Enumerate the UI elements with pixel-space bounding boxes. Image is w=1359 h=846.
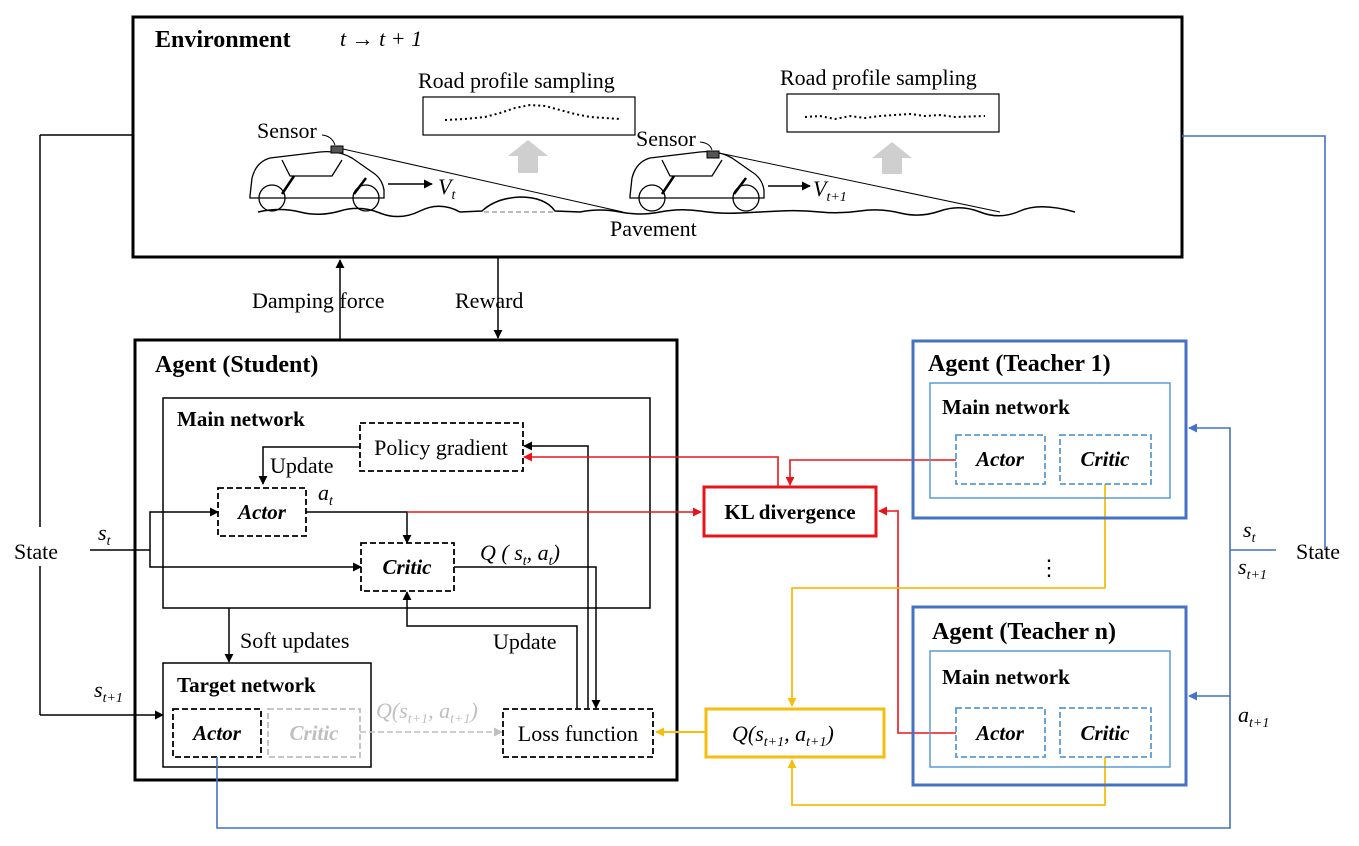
car-icon-2 bbox=[629, 150, 765, 212]
target-actor-to-teachers-wire bbox=[216, 696, 1231, 829]
st-to-critic-arrow bbox=[149, 550, 362, 572]
target-network-box bbox=[162, 662, 372, 768]
st1-right-label: st+1 bbox=[1238, 554, 1267, 583]
soft-updates-label: Soft updates bbox=[240, 628, 349, 653]
reward-label: Reward bbox=[455, 288, 523, 313]
update-top-label: Update bbox=[270, 453, 334, 478]
teacher1-critic-to-q-arrow bbox=[787, 484, 1106, 707]
student-actor-label: Actor bbox=[236, 500, 287, 524]
time-step-label: t → t + 1 bbox=[340, 26, 422, 51]
teacher1-agent-box bbox=[911, 339, 1188, 520]
student-main-network-title: Main network bbox=[177, 407, 305, 431]
sensor-beam-1 bbox=[342, 148, 624, 213]
sensor-beam-2 bbox=[718, 152, 1001, 213]
teacher1-main-network-box bbox=[929, 382, 1171, 499]
policy-gradient-box bbox=[359, 422, 524, 472]
teachern-actor-label: Actor bbox=[974, 721, 1025, 745]
teacher1-critic-box bbox=[1059, 434, 1152, 485]
loss-to-policy-arrow bbox=[523, 441, 589, 708]
car-icon-1 bbox=[249, 150, 385, 212]
road-sampling-label-2: Road profile sampling bbox=[780, 65, 977, 90]
teacher1-main-network-title: Main network bbox=[942, 395, 1070, 419]
velocity-label-1: Vt bbox=[438, 174, 456, 203]
kl-divergence-label: KL divergence bbox=[724, 500, 855, 524]
q-target-label: Q(st+1, at+1) bbox=[376, 698, 478, 727]
teachern-main-network-title: Main network bbox=[942, 665, 1070, 689]
state-right-wire bbox=[1182, 135, 1326, 550]
sensor-pointer-2 bbox=[699, 141, 713, 151]
sensor-icon-2 bbox=[706, 150, 720, 159]
at-label: at bbox=[318, 480, 334, 509]
pavement-label: Pavement bbox=[610, 216, 697, 241]
state-left-label: State bbox=[14, 539, 58, 564]
teachern-actor-to-kl-arrow bbox=[878, 506, 956, 734]
teacher1-actor-box bbox=[955, 434, 1046, 485]
teacher-ellipsis: ⋮ bbox=[1038, 555, 1060, 580]
st-right-label: st bbox=[1243, 517, 1257, 546]
road-sample-points-1 bbox=[444, 103, 621, 121]
st1-left-label: st+1 bbox=[94, 677, 123, 706]
student-critic-label: Critic bbox=[382, 555, 432, 579]
target-actor-box bbox=[172, 708, 262, 758]
st-to-actor-arrow bbox=[149, 507, 219, 550]
damping-force-label: Damping force bbox=[252, 288, 385, 313]
target-actor-label: Actor bbox=[191, 721, 242, 745]
sensor-icon-1 bbox=[330, 145, 344, 154]
teachern-actor-box bbox=[955, 707, 1046, 758]
sampling-arrow-icon-2 bbox=[872, 142, 912, 174]
road-sampling-label-1: Road profile sampling bbox=[418, 68, 615, 93]
teachern-main-network-box bbox=[929, 650, 1171, 768]
pavement-line bbox=[257, 196, 1076, 218]
road-sample-points-2 bbox=[804, 112, 986, 121]
teacher-q-label: Q(st+1, at+1) bbox=[732, 721, 834, 750]
target-critic-label: Critic bbox=[289, 721, 339, 745]
student-agent-box bbox=[133, 338, 679, 782]
teachern-agent-box bbox=[911, 605, 1188, 787]
teacher1-actor-to-kl-arrow bbox=[785, 459, 956, 486]
loss-to-critic-update-arrow bbox=[402, 591, 578, 708]
teachern-title: Agent (Teacher n) bbox=[932, 619, 1116, 645]
loss-function-label: Loss function bbox=[518, 721, 638, 746]
teachern-critic-to-q-arrow bbox=[787, 757, 1106, 806]
sampling-arrow-icon-1 bbox=[508, 140, 548, 173]
teachern-critic-box bbox=[1059, 707, 1152, 758]
target-critic-box bbox=[267, 708, 361, 758]
road-sampling-box-2 bbox=[786, 93, 1000, 133]
state-to-teachern-arrow bbox=[1188, 550, 1231, 701]
at1-right-label: at+1 bbox=[1238, 702, 1269, 731]
state-right-label: State bbox=[1296, 539, 1340, 564]
loss-function-box bbox=[502, 708, 654, 758]
q-st-at-label: Q ( st, at) bbox=[480, 540, 560, 569]
sensor-label-2: Sensor bbox=[636, 126, 697, 151]
update-bottom-label: Update bbox=[493, 629, 557, 654]
critic-to-loss-wire bbox=[454, 566, 601, 709]
target-network-title: Target network bbox=[177, 673, 316, 697]
actor-to-critic-arrow bbox=[306, 511, 412, 544]
teacher1-actor-label: Actor bbox=[974, 447, 1025, 471]
kl-to-policy-arrow bbox=[523, 452, 779, 487]
policy-to-actor-arrow bbox=[258, 446, 360, 485]
road-sampling-box-1 bbox=[422, 96, 636, 136]
environment-title: Environment bbox=[155, 27, 291, 53]
state-to-teacher1-arrow bbox=[1188, 423, 1231, 550]
teachern-critic-label: Critic bbox=[1080, 721, 1130, 745]
teacher1-critic-label: Critic bbox=[1080, 447, 1130, 471]
teacher1-title: Agent (Teacher 1) bbox=[928, 351, 1111, 377]
sensor-pointer-1 bbox=[321, 134, 336, 146]
velocity-label-2: Vt+1 bbox=[813, 176, 847, 205]
policy-gradient-label: Policy gradient bbox=[374, 435, 508, 460]
st-left-label: st bbox=[98, 520, 112, 549]
student-agent-title: Agent (Student) bbox=[155, 352, 318, 378]
kl-divergence-box bbox=[702, 485, 878, 538]
environment-box bbox=[131, 15, 1184, 259]
sensor-label-1: Sensor bbox=[257, 118, 318, 143]
